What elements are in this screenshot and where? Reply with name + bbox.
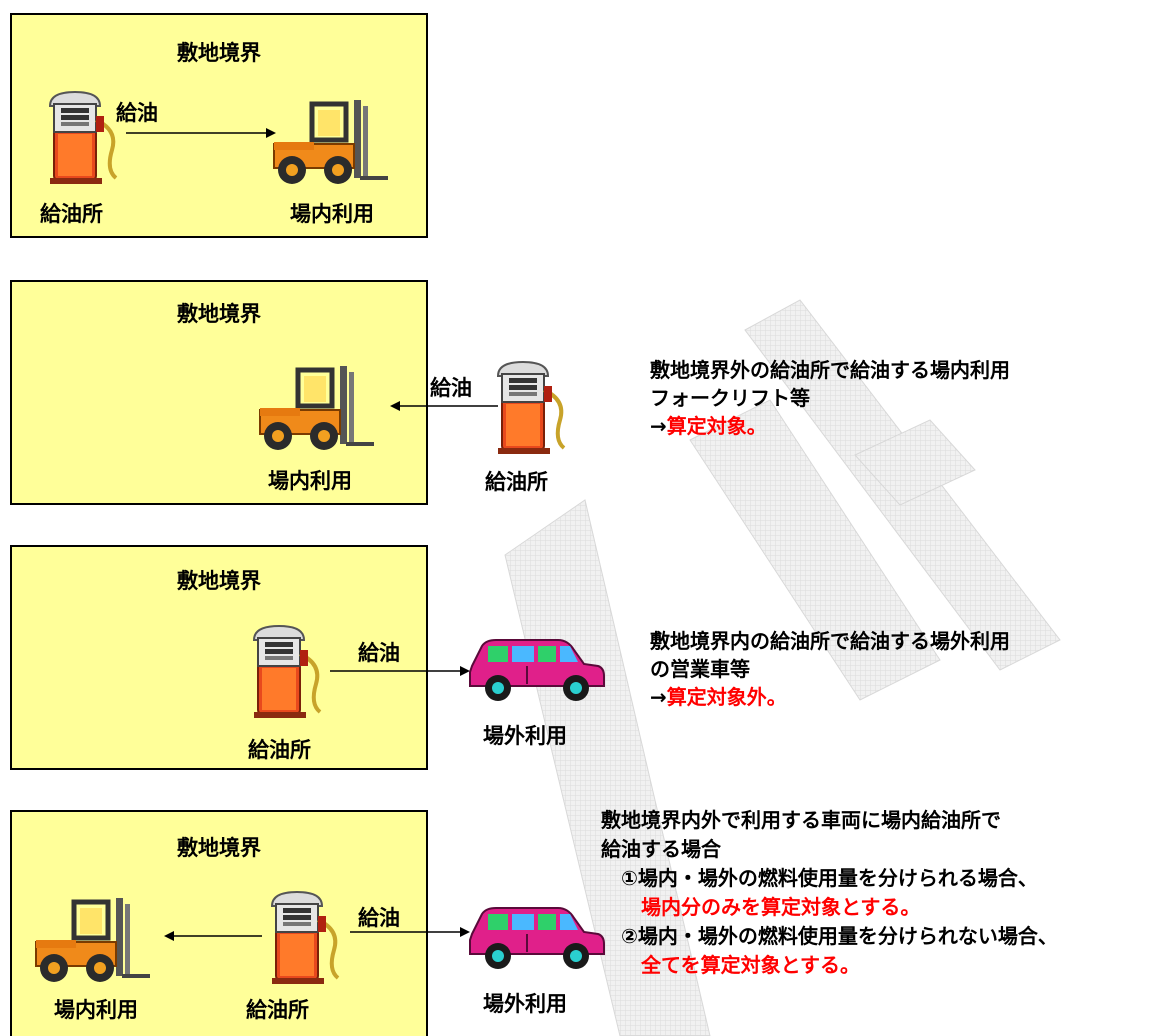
note-result: →算定対象。 [650,414,767,438]
car-icon [469,639,605,701]
offsite-use-label: 場外利用 [483,992,567,1016]
note-case-2-result: 全てを算定対象とする。 [641,953,860,977]
refuel-arrow [390,401,498,411]
note-case-1: ①場内・場外の燃料使用量を分けられる場合、 [621,866,1038,890]
refuel-arrow [164,931,262,941]
site-boundary-panel-2: 敷地境界 給油 場内利用 [10,280,472,505]
forklift-icon [273,100,388,184]
refuel-label: 給油 [116,101,158,125]
note-line: 敷地境界外の給油所で給油する場内利用 [650,358,1010,382]
case-note-2: 敷地境界外の給油所で給油する場内利用 フォークリフト等 →算定対象。 [650,356,1010,440]
site-boundary-panel-3: 敷地境界 給油 給油所 [10,545,428,770]
car-icon [469,907,605,969]
fuel-station-label: 給油所 [246,998,309,1022]
fuel-pump-icon [48,90,118,184]
panel-title: 敷地境界 [177,41,261,65]
note-case-1-result: 場内分のみを算定対象とする。 [641,895,921,919]
note-line: 給油する場合 [601,837,721,861]
case-note-3: 敷地境界内の給油所で給油する場外利用 の営業車等 →算定対象外。 [650,627,1010,711]
fuel-pump-icon [496,360,566,454]
panel-title: 敷地境界 [177,836,261,860]
note-line: 敷地境界内外で利用する車両に場内給油所で [601,808,1001,832]
result-highlight: 算定対象。 [666,414,767,438]
panel-title: 敷地境界 [177,302,261,326]
refuel-label: 給油 [358,906,400,930]
fuel-pump-icon [270,890,340,984]
fuel-station-label: 給油所 [485,470,548,494]
offsite-use-label: 場外利用 [483,724,567,748]
note-case-2: ②場内・場外の燃料使用量を分けられない場合、 [621,924,1058,948]
panel-title: 敷地境界 [177,569,261,593]
refuel-arrow [350,927,470,937]
forklift-icon [35,898,150,982]
note-line: 敷地境界内の給油所で給油する場外利用 [650,629,1010,653]
note-result: →算定対象外。 [650,685,787,709]
onsite-use-label: 場内利用 [290,202,374,226]
site-boundary-panel-4: 敷地境界 給油 場内利用 給油所 [10,810,428,1036]
fuel-station-label: 給油所 [40,202,103,226]
case-note-4: 敷地境界内外で利用する車両に場内給油所で 給油する場合 ①場内・場外の燃料使用量… [601,806,1058,980]
result-highlight: 算定対象外。 [666,685,787,709]
refuel-arrow [330,666,470,676]
fuel-station-label: 給油所 [248,738,311,762]
note-line: の営業車等 [650,657,750,681]
refuel-arrow [126,128,276,138]
refuel-label: 給油 [430,376,472,400]
onsite-use-label: 場内利用 [54,998,138,1022]
refuel-label: 給油 [358,641,400,665]
fuel-pump-icon [252,624,322,718]
note-line: フォークリフト等 [650,386,810,410]
onsite-use-label: 場内利用 [268,469,352,493]
forklift-icon [259,366,374,450]
